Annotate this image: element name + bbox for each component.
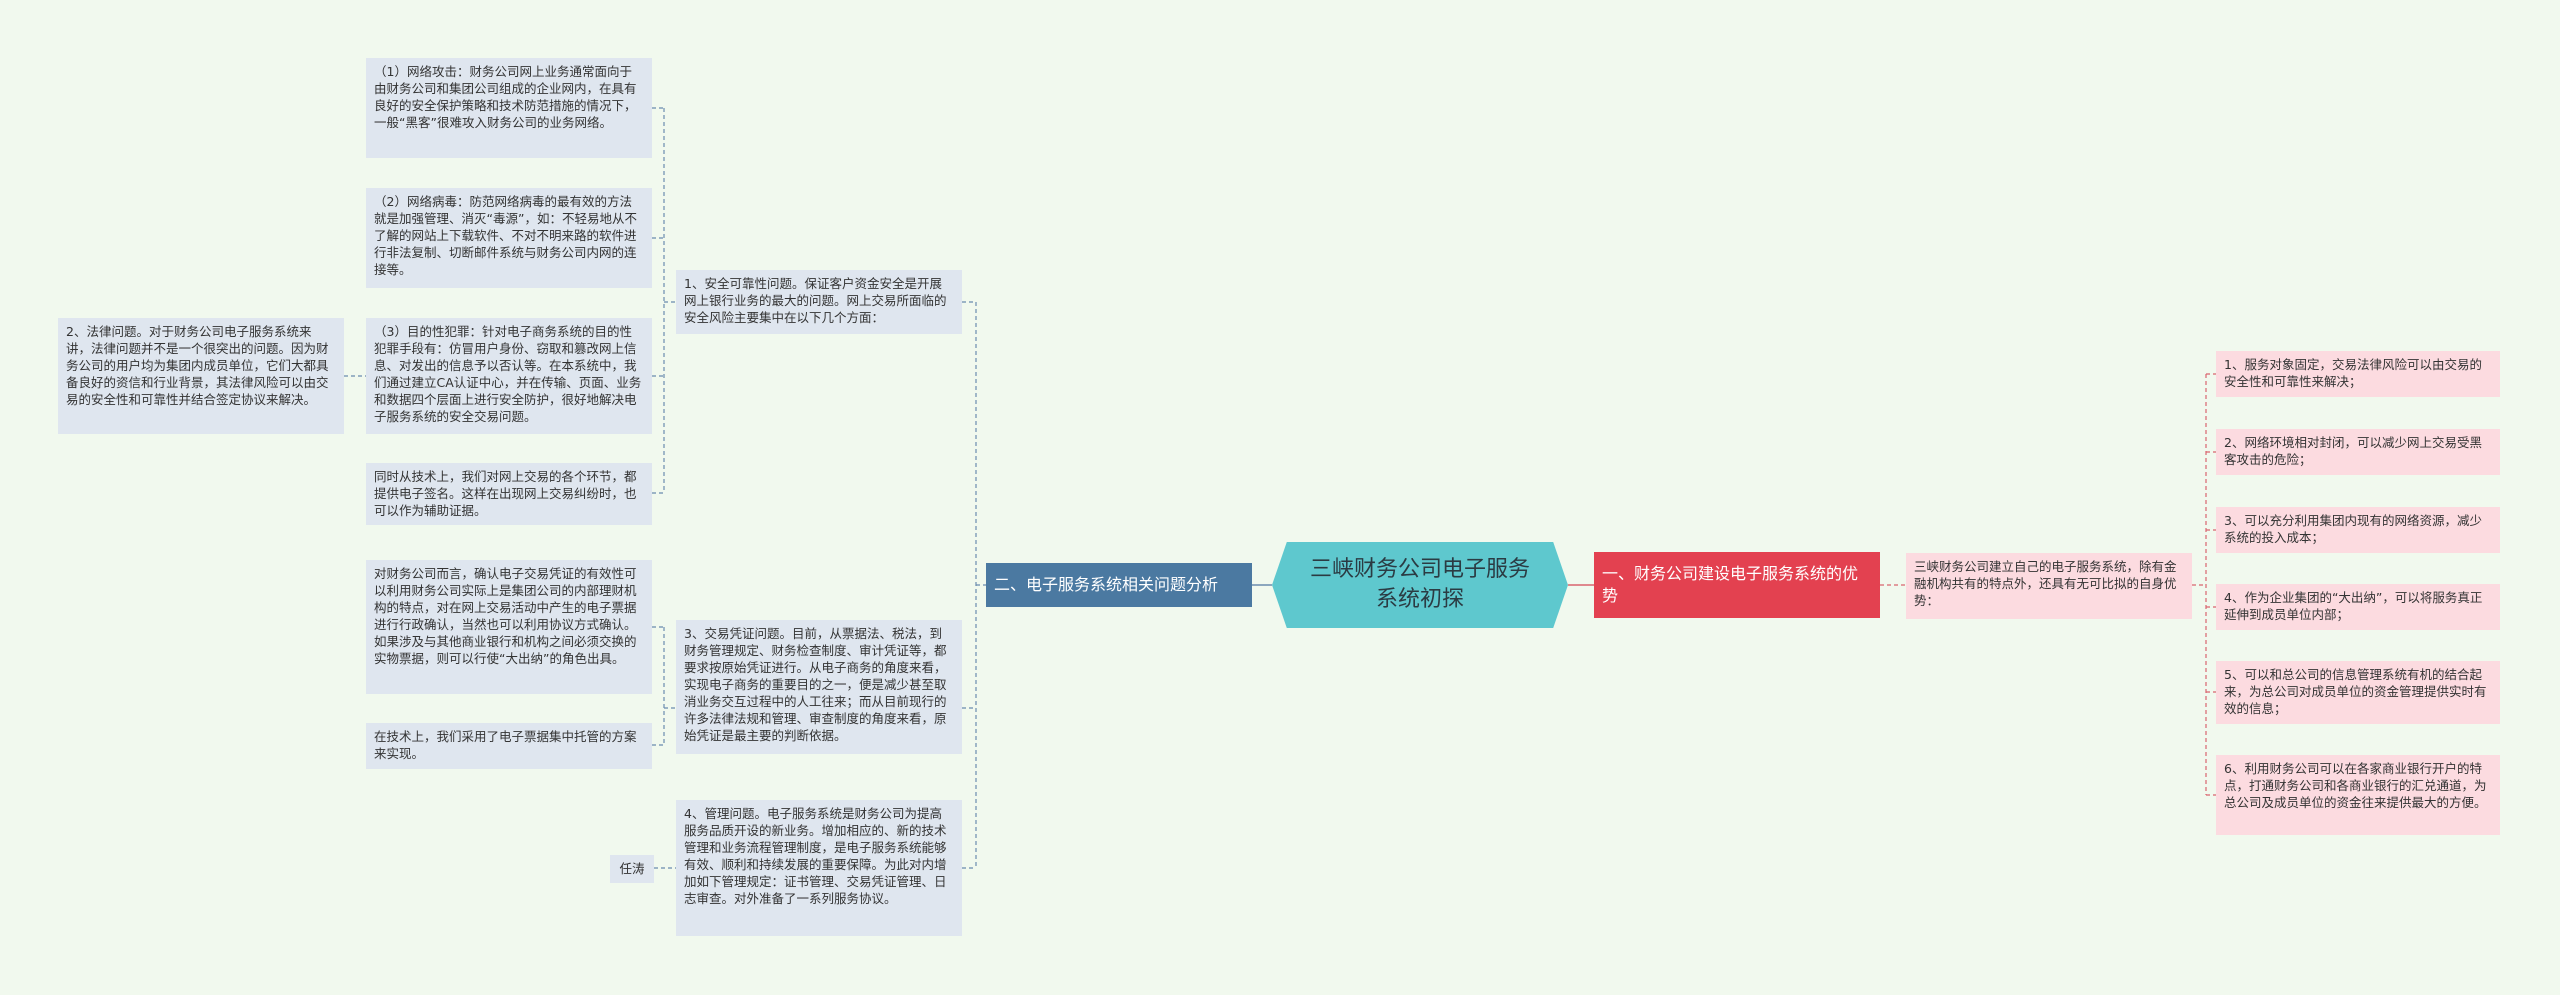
branch-title: 二、电子服务系统相关问题分析 (994, 575, 1219, 594)
voucher-sub-item[interactable]: 对财务公司而言，确认电子交易凭证的有效性可以利用财务公司实际上是集团公司的内部理… (366, 560, 652, 694)
author-node[interactable]: 任涛 (610, 855, 654, 883)
root-node[interactable]: 三峡财务公司电子服务系统初探 (1272, 542, 1568, 628)
root-title: 三峡财务公司电子服务系统初探 (1309, 557, 1530, 612)
branch-node-issues[interactable]: 二、电子服务系统相关问题分析 (986, 563, 1252, 607)
voucher-sub-item[interactable]: 在技术上，我们采用了电子票据集中托管的方案来实现。 (366, 723, 652, 769)
advantage-item[interactable]: 5、可以和总公司的信息管理系统有机的结合起来，为总公司对成员单位的资金管理提供实… (2216, 661, 2500, 724)
issue-security[interactable]: 1、安全可靠性问题。保证客户资金安全是开展网上银行业务的最大的问题。网上交易所面… (676, 270, 962, 334)
advantage-item[interactable]: 4、作为企业集团的“大出纳”，可以将服务真正延伸到成员单位内部； (2216, 584, 2500, 630)
security-sub-item[interactable]: （3）目的性犯罪：针对电子商务系统的目的性犯罪手段有：仿冒用户身份、窃取和篡改网… (366, 318, 652, 434)
security-sub-item[interactable]: （1）网络攻击：财务公司网上业务通常面向于由财务公司和集团公司组成的企业网内，在… (366, 58, 652, 158)
advantage-item[interactable]: 2、网络环境相对封闭，可以减少网上交易受黑客攻击的危险； (2216, 429, 2500, 475)
advantage-item[interactable]: 6、利用财务公司可以在各家商业银行开户的特点，打通财务公司和各商业银行的汇兑通道… (2216, 755, 2500, 835)
issue-legal[interactable]: 2、法律问题。对于财务公司电子服务系统来讲，法律问题并不是一个很突出的问题。因为… (58, 318, 344, 434)
branch-node-advantages[interactable]: 一、财务公司建设电子服务系统的优势 (1594, 552, 1880, 618)
issue-management[interactable]: 4、管理问题。电子服务系统是财务公司为提高服务品质开设的新业务。增加相应的、新的… (676, 800, 962, 936)
branch-title: 一、财务公司建设电子服务系统的优势 (1602, 564, 1859, 605)
issue-voucher[interactable]: 3、交易凭证问题。目前，从票据法、税法，到财务管理规定、财务检查制度、审计凭证等… (676, 620, 962, 754)
advantage-item[interactable]: 3、可以充分利用集团内现有的网络资源，减少系统的投入成本； (2216, 507, 2500, 553)
security-sub-item[interactable]: 同时从技术上，我们对网上交易的各个环节，都提供电子签名。这样在出现网上交易纠纷时… (366, 463, 652, 525)
summary-node[interactable]: 三峡财务公司建立自己的电子服务系统，除有金融机构共有的特点外，还具有无可比拟的自… (1906, 553, 2192, 619)
advantage-item[interactable]: 1、服务对象固定，交易法律风险可以由交易的安全性和可靠性来解决； (2216, 351, 2500, 397)
security-sub-item[interactable]: （2）网络病毒：防范网络病毒的最有效的方法就是加强管理、消灭“毒源”，如：不轻易… (366, 188, 652, 288)
